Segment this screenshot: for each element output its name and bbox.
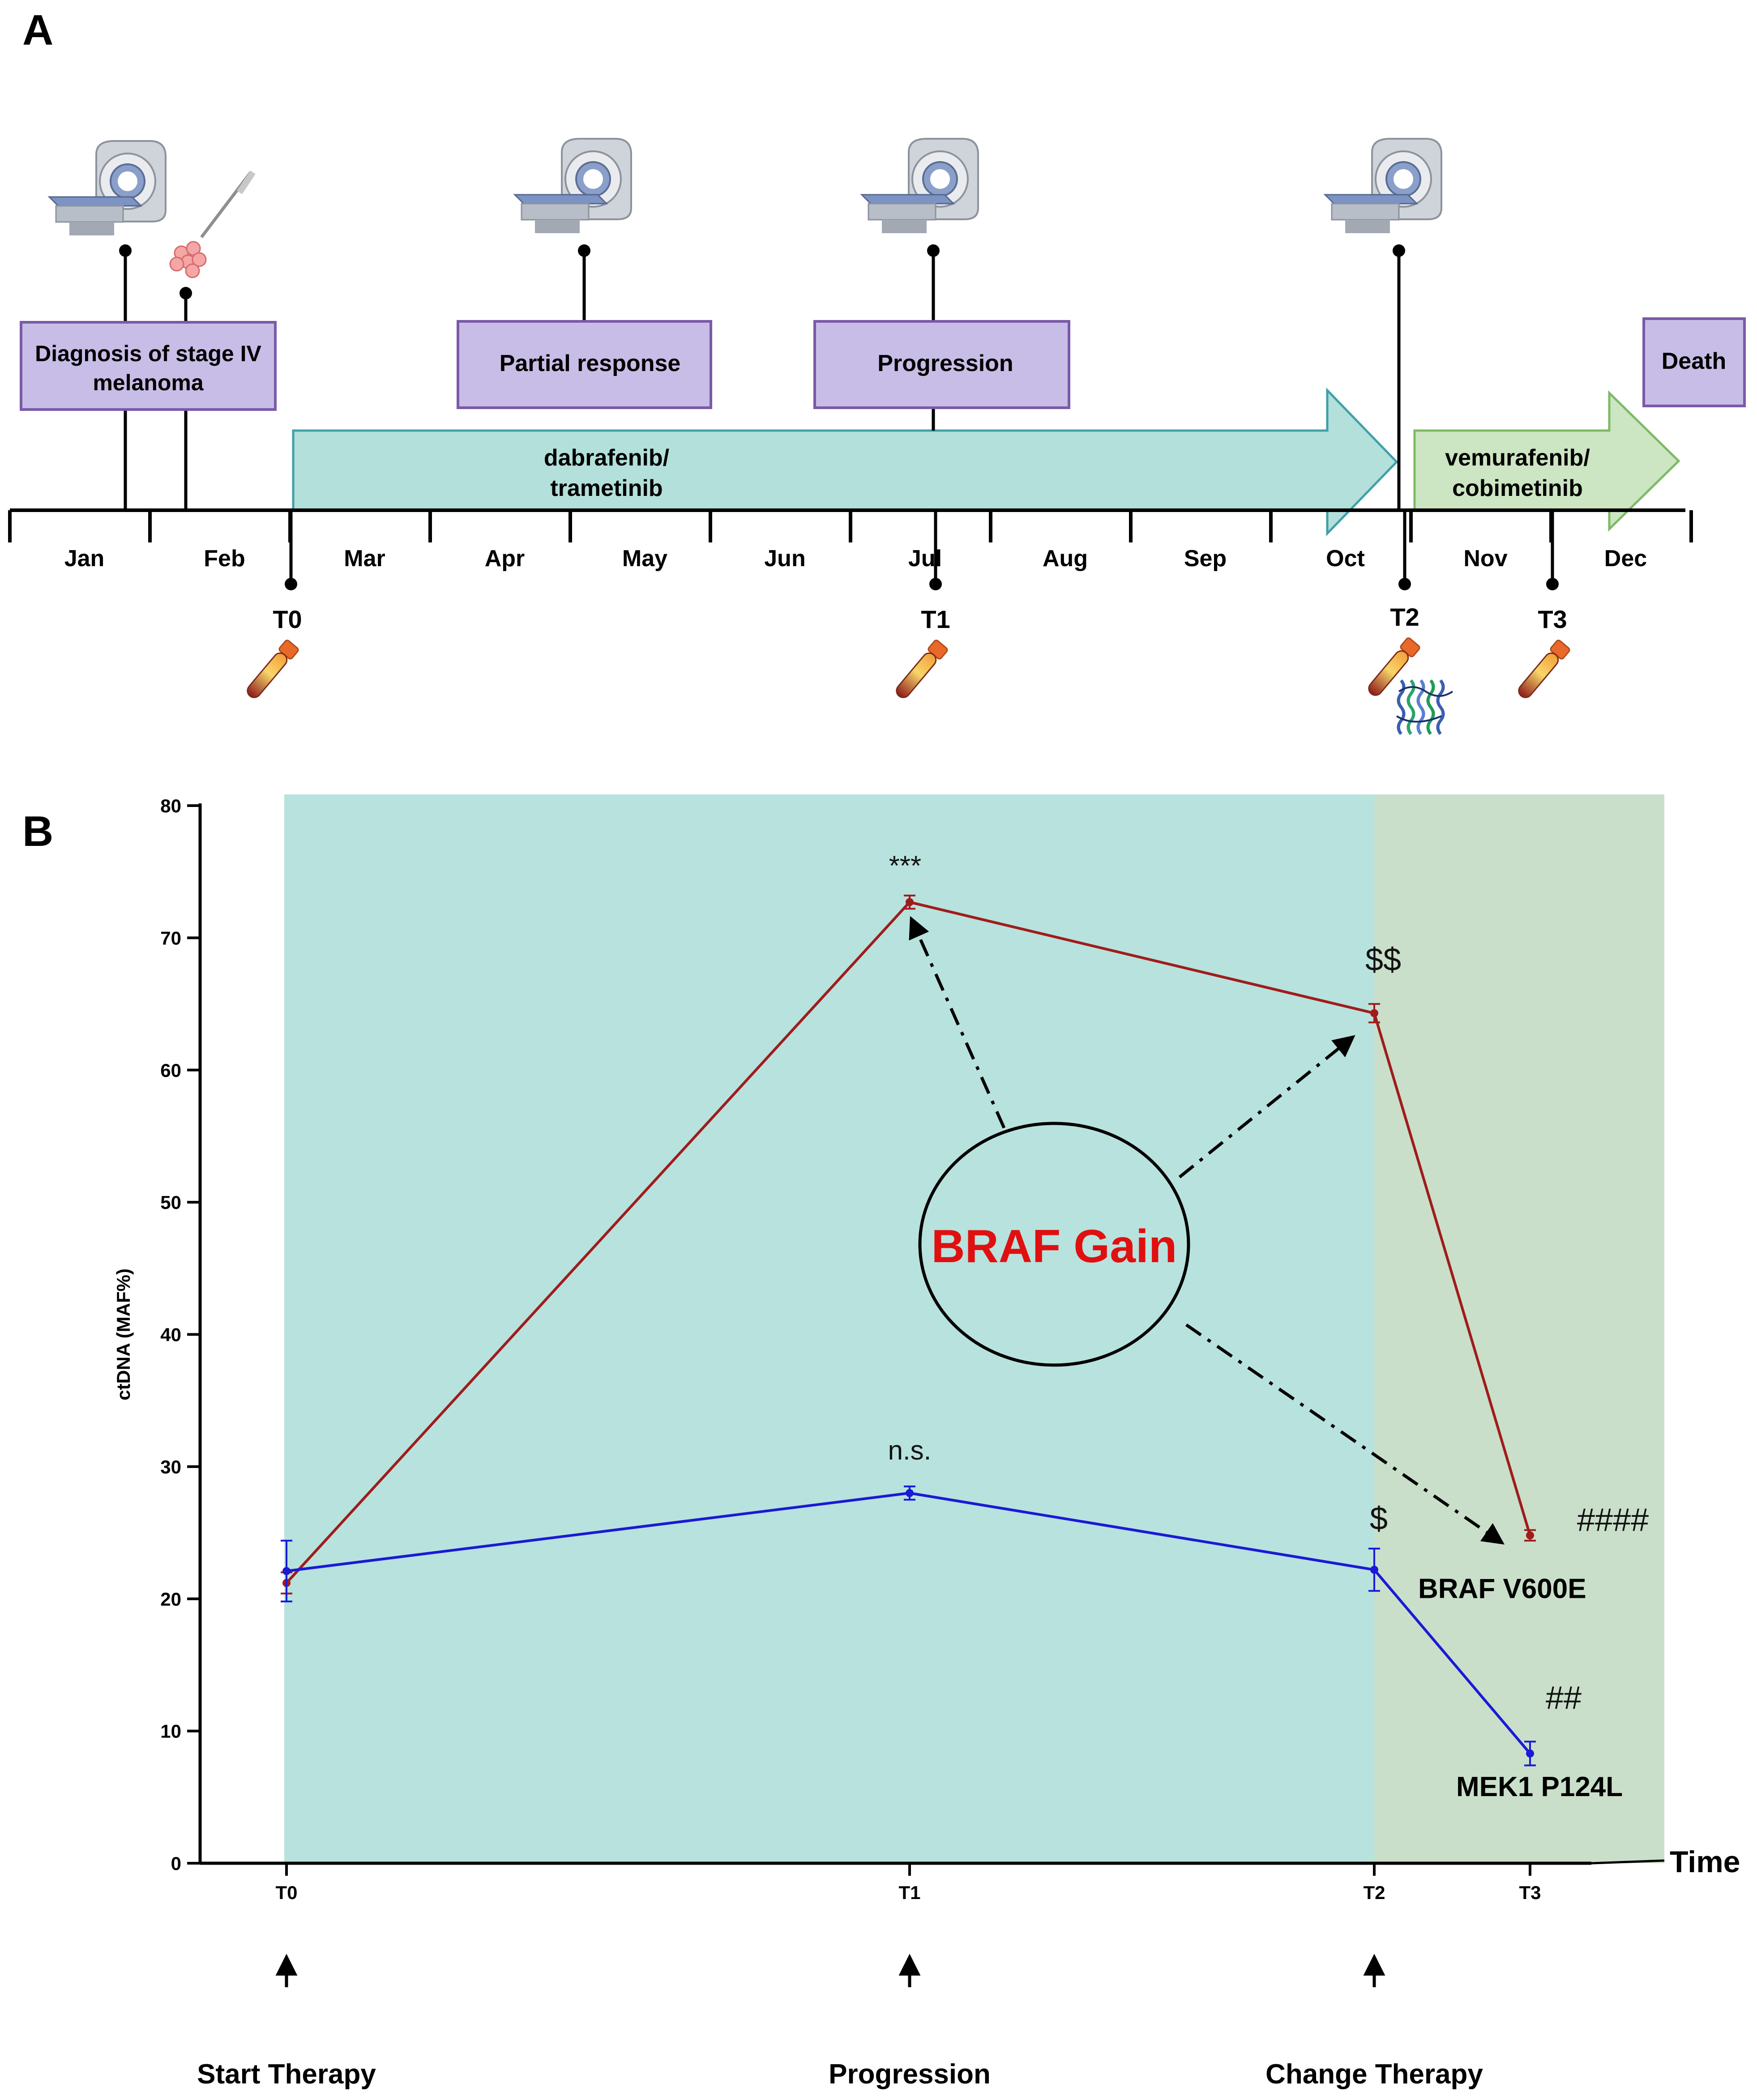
event-progression: Progression [877, 350, 1013, 376]
timepoint-dots [285, 578, 1559, 590]
therapy-label-1-line-2: trametinib [550, 475, 663, 501]
month-label-jan: Jan [64, 546, 105, 572]
event-stem-dots [119, 244, 1405, 299]
annotation-text: BRAF Gain [932, 1221, 1177, 1272]
x-tick-label-t3: T3 [1519, 1882, 1541, 1903]
therapy-label-2-line-2: cobimetinib [1452, 475, 1583, 501]
series-line [286, 1491, 1531, 1754]
event-diagnosis-line-1: Diagnosis of stage IV [35, 341, 261, 366]
month-label-sep: Sep [1184, 546, 1227, 572]
y-tick-label-0: 0 [171, 1853, 181, 1874]
arrow-to-t3 [1185, 1323, 1505, 1545]
mri-scanner-icon [513, 138, 632, 233]
month-label-aug: Aug [1043, 546, 1088, 572]
data-point [1370, 1566, 1378, 1574]
event-diagnosis-line-2: melanoma [93, 370, 204, 395]
blood-tube-icon [247, 640, 299, 698]
annotation-ellipse [918, 1122, 1190, 1367]
data-point [1526, 1531, 1534, 1540]
series-label: MEK1 P124L [1456, 1771, 1623, 1802]
month-label-dec: Dec [1604, 546, 1647, 572]
y-tick-label-30: 30 [160, 1456, 181, 1477]
y-tick-label-40: 40 [160, 1324, 181, 1345]
month-label-apr: Apr [485, 546, 525, 572]
significance-marker: #### [1577, 1502, 1649, 1538]
significance-marker: $$ [1365, 942, 1401, 978]
x-axis-extension [1591, 1859, 1665, 1865]
y-tick-label-80: 80 [160, 795, 181, 816]
background-region-2 [1374, 794, 1664, 1863]
y-tick-label-60: 60 [160, 1060, 181, 1081]
data-point [1370, 1009, 1378, 1017]
protein-structure-icon [1396, 679, 1453, 735]
event-box-death [1642, 317, 1746, 407]
x-tick-label-t0: T0 [275, 1882, 297, 1903]
mri-scanner-icon [47, 140, 167, 235]
milestone-label-3: Change Therapy [1265, 2059, 1483, 2090]
therapy-label-1-line-1: dabrafenib/ [544, 445, 669, 471]
event-box-partial-response [457, 320, 712, 409]
therapy-label-2-line-1: vemurafenib/ [1445, 445, 1590, 471]
blood-tube-icon [1518, 640, 1570, 698]
panel-b-label: B [22, 807, 53, 855]
month-label-oct: Oct [1326, 546, 1365, 572]
event-death: Death [1662, 348, 1726, 374]
series-line [285, 901, 1531, 1584]
month-label-nov: Nov [1463, 546, 1507, 572]
x-axis-label: Time [1670, 1845, 1740, 1879]
month-label-may: May [622, 546, 667, 572]
series-label: BRAF V600E [1418, 1573, 1586, 1604]
month-label-mar: Mar [344, 546, 385, 572]
braf-gain-annotation: BRAF Gain [909, 916, 1505, 1545]
mri-scanner-icon [1323, 138, 1442, 233]
data-point [906, 1489, 914, 1497]
y-tick-label-10: 10 [160, 1721, 181, 1742]
ctdna-line-chart: 0 10 20 30 40 50 60 70 80 ctDNA (MAF%) T0 T1 T2 T3 Tim… [113, 794, 1740, 2090]
month-label-jun: Jun [764, 546, 805, 572]
tissue-cluster [169, 241, 207, 278]
month-label-feb: Feb [204, 546, 245, 572]
y-axis-label: ctDNA (MAF%) [113, 1268, 134, 1400]
data-point [906, 898, 914, 906]
mri-scanner-icon [860, 138, 979, 233]
milestone-label-1: Start Therapy [197, 2059, 376, 2090]
y-tick-label-50: 50 [160, 1192, 181, 1213]
significance-marker: $ [1370, 1501, 1388, 1537]
event-box-diagnosis [20, 321, 277, 411]
panel-a-icons [47, 138, 1570, 735]
blood-tube-icon [1368, 637, 1420, 696]
milestone-label-2: Progression [829, 2059, 991, 2090]
arrow-to-t1 [909, 916, 1006, 1129]
timepoint-stems [289, 510, 1554, 584]
y-axis: 0 10 20 30 40 50 60 70 80 ctDNA (MAF%) [113, 795, 202, 1874]
panel-a-label: A [22, 6, 53, 54]
event-box-progression [813, 320, 1070, 409]
blood-tube-icon [896, 640, 948, 698]
significance-marker: *** [889, 851, 921, 882]
significance-marker: n.s. [888, 1435, 932, 1465]
x-tick-label-t2: T2 [1363, 1882, 1385, 1903]
y-tick-label-70: 70 [160, 927, 181, 948]
timeline-axis [8, 508, 1693, 542]
series-mek1-p124l: n.s. $ ## MEK1 P124L [281, 1435, 1623, 1802]
significance-marker: ## [1546, 1680, 1582, 1716]
y-tick-label-20: 20 [160, 1588, 181, 1609]
series-braf-v600e: *** $$ #### BRAF V600E [281, 851, 1649, 1604]
data-point [282, 1567, 291, 1575]
timepoint-t2: T2 [1390, 603, 1419, 631]
panel-a-timeline: A dabrafenib/ trametinib vemurafenib/ co… [8, 6, 1746, 735]
timepoint-t3: T3 [1538, 605, 1567, 633]
milestone-arrows: Start Therapy Progression Change Therapy [197, 1954, 1483, 2090]
event-partial-response: Partial response [500, 350, 681, 376]
x-axis: T0 T1 T2 T3 Time [200, 1845, 1740, 1903]
x-tick-label-t1: T1 [898, 1882, 920, 1903]
timepoint-t1: T1 [921, 605, 950, 633]
data-point [1526, 1749, 1534, 1758]
timepoint-t0: T0 [273, 605, 302, 633]
biopsy-syringe-icon [169, 171, 256, 278]
background-region-1 [284, 794, 1374, 1863]
